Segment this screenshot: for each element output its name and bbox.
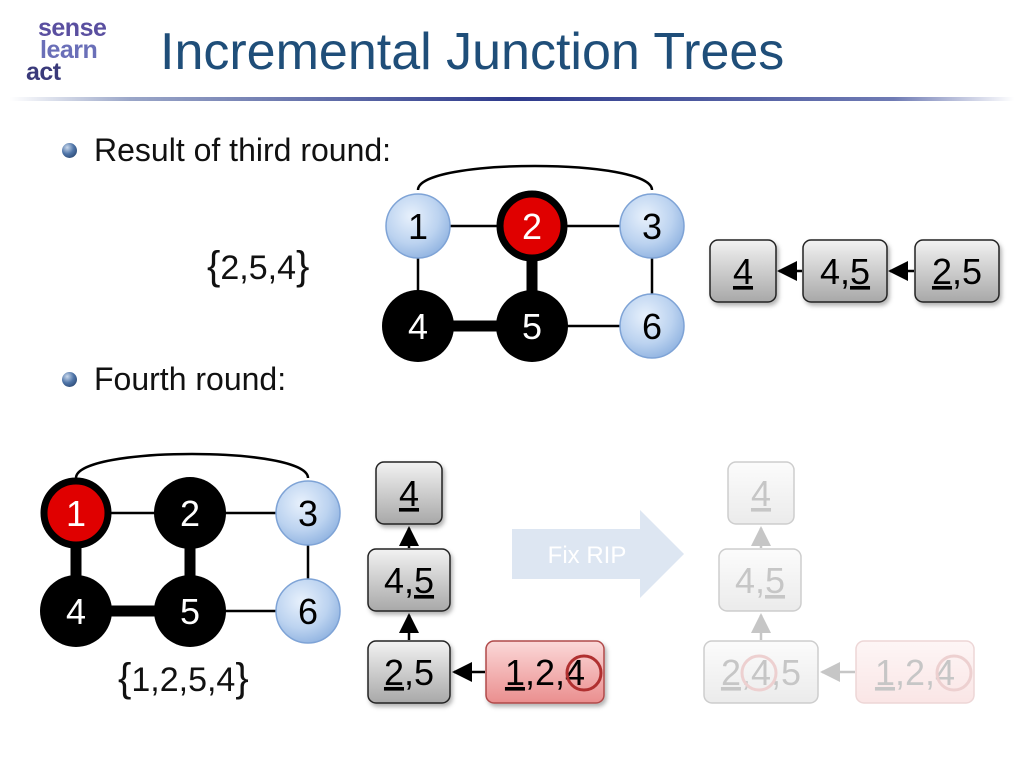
bullet-third-round: Result of third round: <box>94 132 392 168</box>
clique-box-4 <box>727 461 795 525</box>
node-6 <box>275 578 341 644</box>
clique-box-25 <box>367 640 451 704</box>
node-2-active <box>496 190 568 262</box>
clique-label-45: 4,5 <box>735 560 785 601</box>
clique-label-4: 4 <box>399 473 419 514</box>
slide-title: Incremental Junction Trees <box>160 23 785 81</box>
clique-label-45: 4,5 <box>820 251 870 292</box>
node-6-label: 6 <box>642 306 662 347</box>
node-1-active <box>40 477 112 549</box>
fix-rip-arrow-shape <box>512 510 684 598</box>
logo-line3: act <box>26 58 61 86</box>
edge-1-3 <box>416 164 654 191</box>
clique-box-45 <box>367 548 451 612</box>
logo-line2: learn <box>40 36 98 64</box>
bullet-dot <box>62 143 77 158</box>
fixed-tree-faded: 4 4,5 2,4,5 1,2,4 <box>703 461 975 704</box>
set-label-fourth: {1,2,5,4} <box>118 656 249 700</box>
graph-third-round: 1 2 3 4 5 6 <box>382 164 685 362</box>
node-5-label: 5 <box>180 591 200 632</box>
circle-mark-4 <box>565 654 603 692</box>
node-2-label: 2 <box>522 206 542 247</box>
sense-learn-act-logo: sense learn act <box>22 16 132 90</box>
clique-label-25: 2,5 <box>932 251 982 292</box>
tree-fourth-round: 4 4,5 2,5 1,2,4 <box>367 461 605 704</box>
clique-label-124: 1,2,4 <box>875 652 955 693</box>
node-3-label: 3 <box>642 206 662 247</box>
node-2 <box>154 477 226 549</box>
chain-third-round: 4 4,5 2,5 <box>709 239 1000 303</box>
node-4 <box>382 290 454 362</box>
node-1 <box>385 193 451 259</box>
clique-label-25: 2,5 <box>384 652 434 693</box>
clique-label-45: 4,5 <box>384 560 434 601</box>
node-2-label: 2 <box>180 493 200 534</box>
node-3 <box>619 193 685 259</box>
node-1-label: 1 <box>408 206 428 247</box>
clique-box-4 <box>709 239 777 303</box>
graph-fourth-round: 1 2 3 4 5 6 <box>40 452 341 647</box>
node-1-label: 1 <box>66 493 86 534</box>
clique-box-45 <box>718 548 802 612</box>
node-5-label: 5 <box>522 306 542 347</box>
bullet-fourth-round: Fourth round: <box>94 361 287 397</box>
clique-label-4: 4 <box>733 251 753 292</box>
title-underline <box>10 97 1014 101</box>
node-3 <box>275 480 341 546</box>
node-6 <box>619 293 685 359</box>
clique-box-45 <box>802 239 888 303</box>
clique-box-124 <box>855 640 975 704</box>
clique-label-4: 4 <box>751 473 771 514</box>
circle-mark-4 <box>740 654 778 692</box>
set-label-third: {2,5,4} <box>207 244 310 288</box>
circle-mark-4 <box>935 654 973 692</box>
node-4 <box>40 575 112 647</box>
node-3-label: 3 <box>298 493 318 534</box>
node-4-label: 4 <box>408 306 428 347</box>
bullet-dot <box>62 372 77 387</box>
clique-box-25 <box>914 239 1000 303</box>
logo-line1: sense <box>38 14 107 42</box>
node-6-label: 6 <box>298 591 318 632</box>
node-5 <box>154 575 226 647</box>
node-4-label: 4 <box>66 591 86 632</box>
fix-rip-label: Fix RIP <box>548 542 627 569</box>
edge-1-3 <box>74 452 310 479</box>
clique-box-245 <box>703 640 819 704</box>
node-5 <box>496 290 568 362</box>
clique-label-245: 2,4,5 <box>721 652 801 693</box>
fix-rip-arrow: Fix RIP <box>512 510 684 598</box>
clique-box-4 <box>375 461 443 525</box>
